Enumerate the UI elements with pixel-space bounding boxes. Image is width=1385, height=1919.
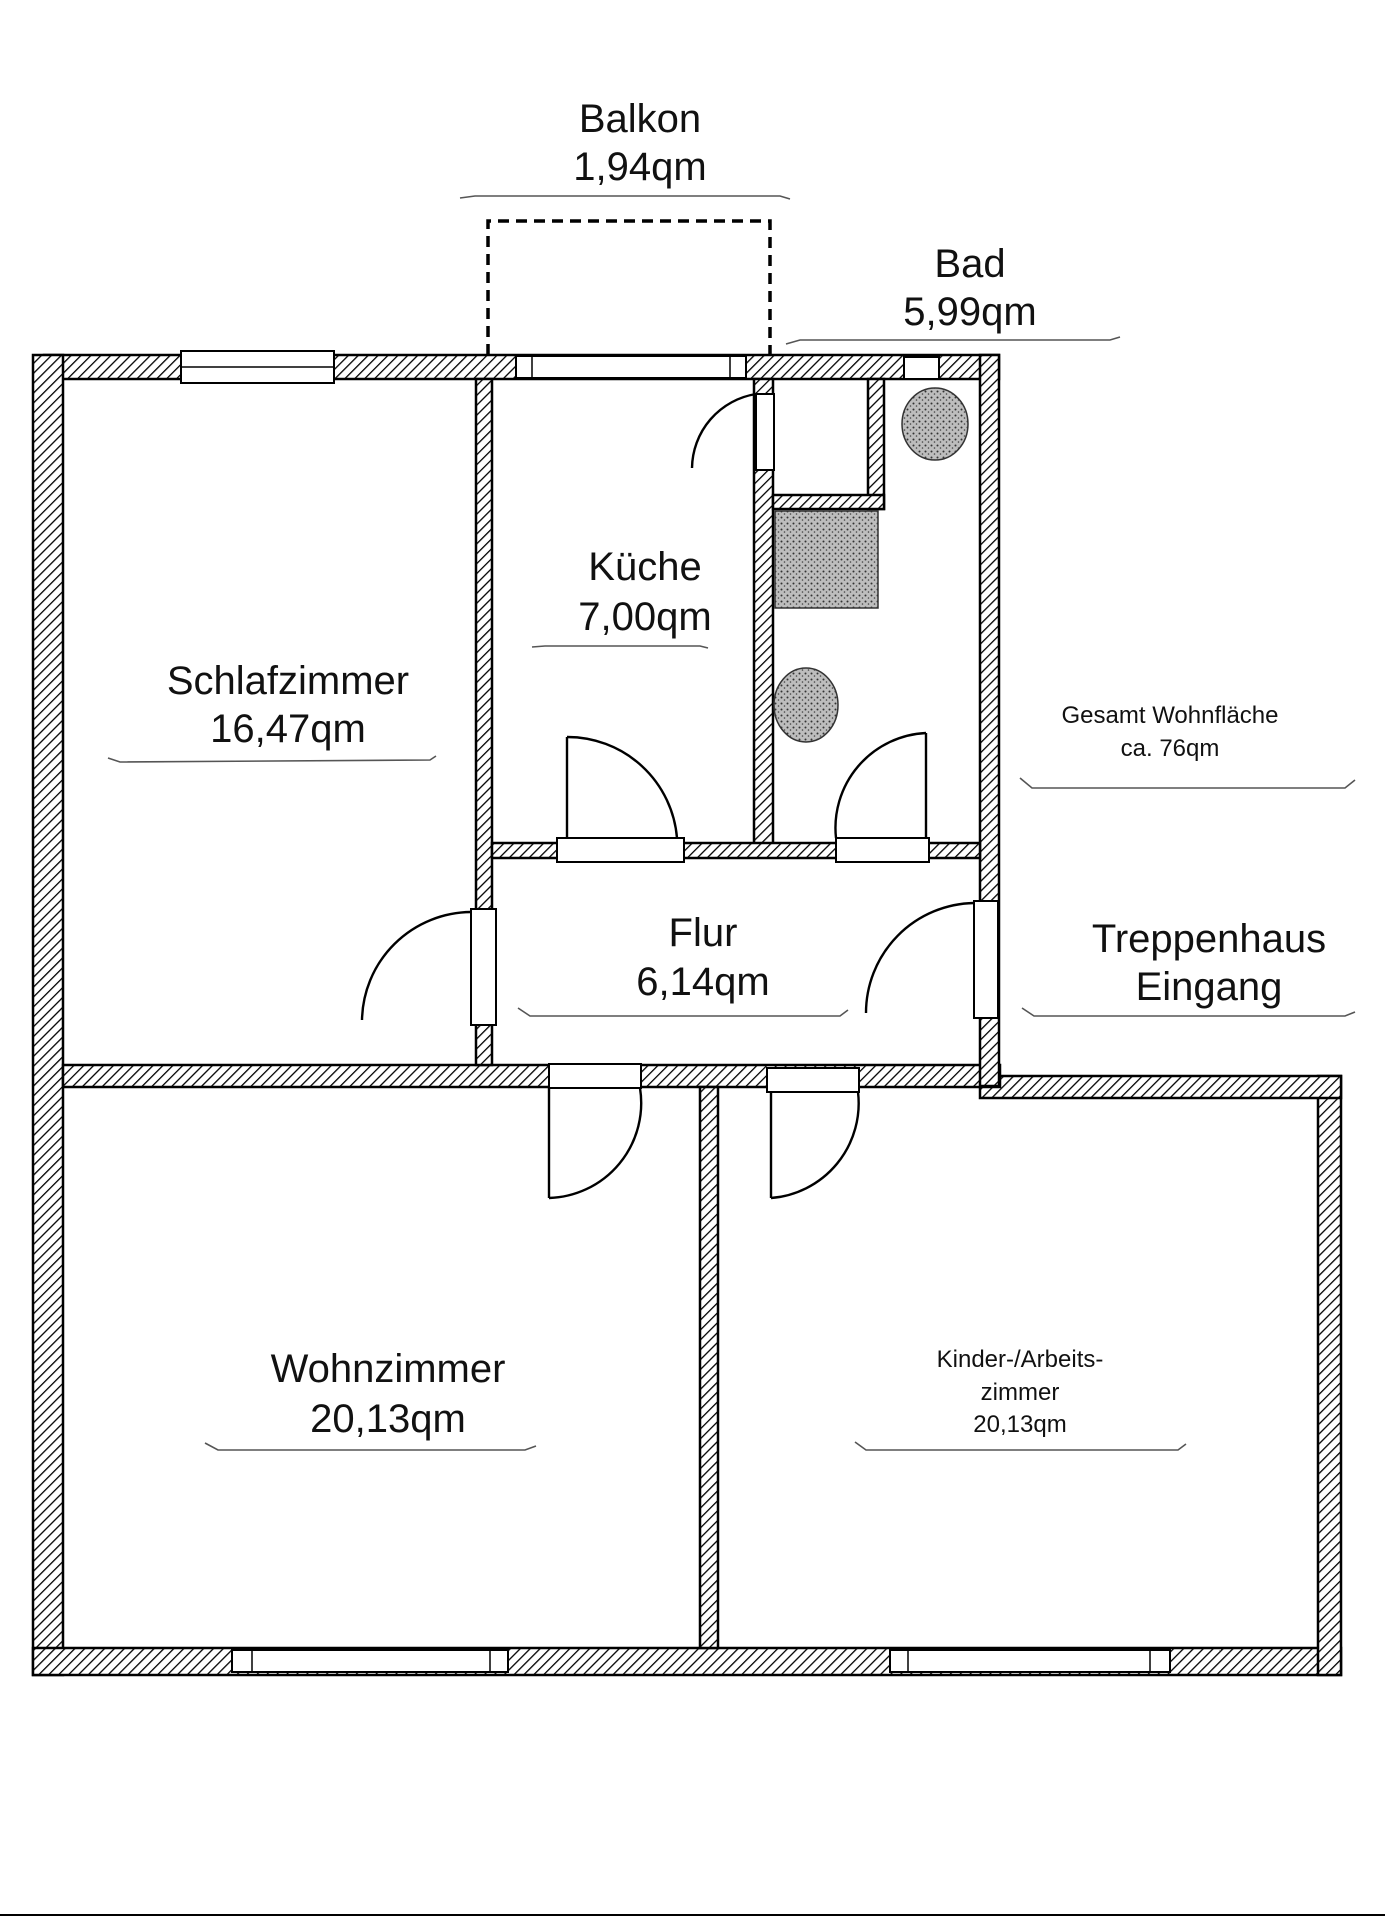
gesamt-line1: Gesamt Wohnfläche: [1062, 702, 1279, 729]
balkon-name: Balkon: [579, 97, 701, 141]
door-arc-bad-flur: [834, 731, 927, 839]
door-arc-schlaf-flur: [360, 910, 472, 1021]
door-kueche-balkon: [755, 393, 775, 471]
balkon-area: 1,94qm: [573, 145, 706, 189]
door-arc-kueche-flur: [566, 735, 679, 839]
window-wohnzimmer: [231, 1649, 509, 1673]
room-labels: Balkon 1,94qm Bad 5,99qm Küche 7,00qm Sc…: [107, 97, 1356, 1451]
kinder-area: 20,13qm: [973, 1411, 1066, 1438]
doors: [360, 392, 999, 1200]
door-schlaf-flur: [470, 908, 497, 1026]
schlafzimmer-name: Schlafzimmer: [167, 659, 409, 703]
wall-lower-top-right: [978, 1074, 1343, 1100]
door-arc-kueche-balkon: [690, 392, 757, 469]
window-bad: [903, 356, 940, 380]
treppenhaus-line2: Eingang: [1136, 965, 1283, 1009]
window-kinderzimmer: [889, 1649, 1171, 1673]
treppenhaus-line1: Treppenhaus: [1092, 917, 1326, 961]
wall-wohn-kinder: [698, 1085, 720, 1650]
gesamt-line2: ca. 76qm: [1121, 735, 1220, 762]
door-bad-flur: [835, 837, 930, 863]
shower-icon: [774, 510, 879, 609]
bad-area: 5,99qm: [903, 290, 1036, 334]
toilet-icon: [901, 387, 969, 461]
door-arc-eingang: [864, 901, 975, 1014]
kinder-name-line1: Kinder-/Arbeits-: [937, 1346, 1104, 1373]
kinder-name-line2: zimmer: [981, 1379, 1060, 1406]
wall-schlaf-kueche: [474, 377, 494, 1067]
wall-closet-right: [866, 377, 886, 511]
door-eingang: [973, 900, 999, 1019]
door-arc-wohnzimmer: [548, 1087, 643, 1200]
window-kueche: [515, 355, 747, 379]
kueche-area: 7,00qm: [578, 595, 711, 639]
kueche-name: Küche: [588, 545, 701, 589]
windows: [180, 350, 1171, 1673]
wohnzimmer-area: 20,13qm: [310, 1397, 466, 1441]
wohnzimmer-name: Wohnzimmer: [271, 1347, 506, 1391]
flur-name: Flur: [669, 911, 738, 955]
door-wohnzimmer: [548, 1063, 642, 1089]
wall-left: [31, 353, 65, 1677]
door-kueche-flur: [556, 837, 685, 863]
balkon-outline: [486, 219, 772, 355]
bathroom-fixtures: [773, 387, 969, 743]
flur-area: 6,14qm: [636, 960, 769, 1004]
bad-name: Bad: [934, 242, 1005, 286]
door-kinderzimmer: [766, 1067, 860, 1093]
wall-closet-bottom: [771, 493, 886, 511]
door-arc-kinderzimmer: [770, 1091, 860, 1200]
sink-icon: [773, 667, 839, 743]
schlafzimmer-area: 16,47qm: [210, 707, 366, 751]
wall-right-lower: [1316, 1074, 1343, 1677]
